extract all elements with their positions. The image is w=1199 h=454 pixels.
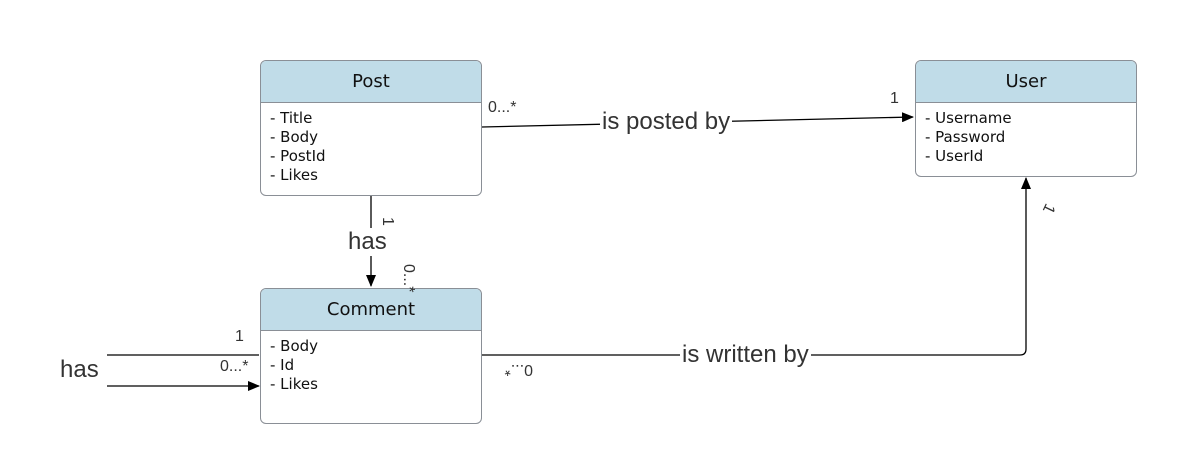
multiplicity-post-side: 0...* <box>488 99 517 116</box>
multiplicity-post-comment-to: 0...* <box>400 264 417 293</box>
multiplicity-self-bottom: 0...* <box>220 358 249 375</box>
entity-comment-title: Comment <box>261 289 481 331</box>
attribute: - Body <box>270 337 319 355</box>
attribute: - UserId <box>925 147 984 165</box>
entity-comment[interactable]: Comment - Body - Id - Likes <box>260 288 482 424</box>
entity-post-title: Post <box>261 61 481 103</box>
relation-label-has-self: has <box>60 356 99 384</box>
entity-post-attributes: - Title - Body - PostId - Likes <box>261 103 481 185</box>
entity-user-title: User <box>916 61 1136 103</box>
entity-user-attributes: - Username - Password - UserId <box>916 103 1136 166</box>
attribute: - PostId <box>270 147 326 165</box>
entity-post[interactable]: Post - Title - Body - PostId - Likes <box>260 60 482 196</box>
multiplicity-self-top: 1 <box>235 328 244 345</box>
multiplicity-user-side: 1 <box>890 90 899 107</box>
entity-comment-attributes: - Body - Id - Likes <box>261 331 481 394</box>
relation-label-is-posted-by: is posted by <box>600 108 733 136</box>
attribute: - Id <box>270 356 295 374</box>
attribute: - Likes <box>270 375 318 393</box>
attribute: - Likes <box>270 166 318 184</box>
relation-label-has-post-comment: has <box>347 228 388 256</box>
multiplicity-post-comment-from: 1 <box>379 217 396 226</box>
edge-comment-user <box>482 177 1031 356</box>
relation-label-is-written-by: is written by <box>680 341 811 369</box>
attribute: - Username <box>925 109 1012 127</box>
attribute: - Password <box>925 128 1006 146</box>
entity-user[interactable]: User - Username - Password - UserId <box>915 60 1137 177</box>
attribute: - Body <box>270 128 319 146</box>
attribute: - Title <box>270 109 313 127</box>
multiplicity-comment-user-from: 0...* <box>504 361 533 378</box>
